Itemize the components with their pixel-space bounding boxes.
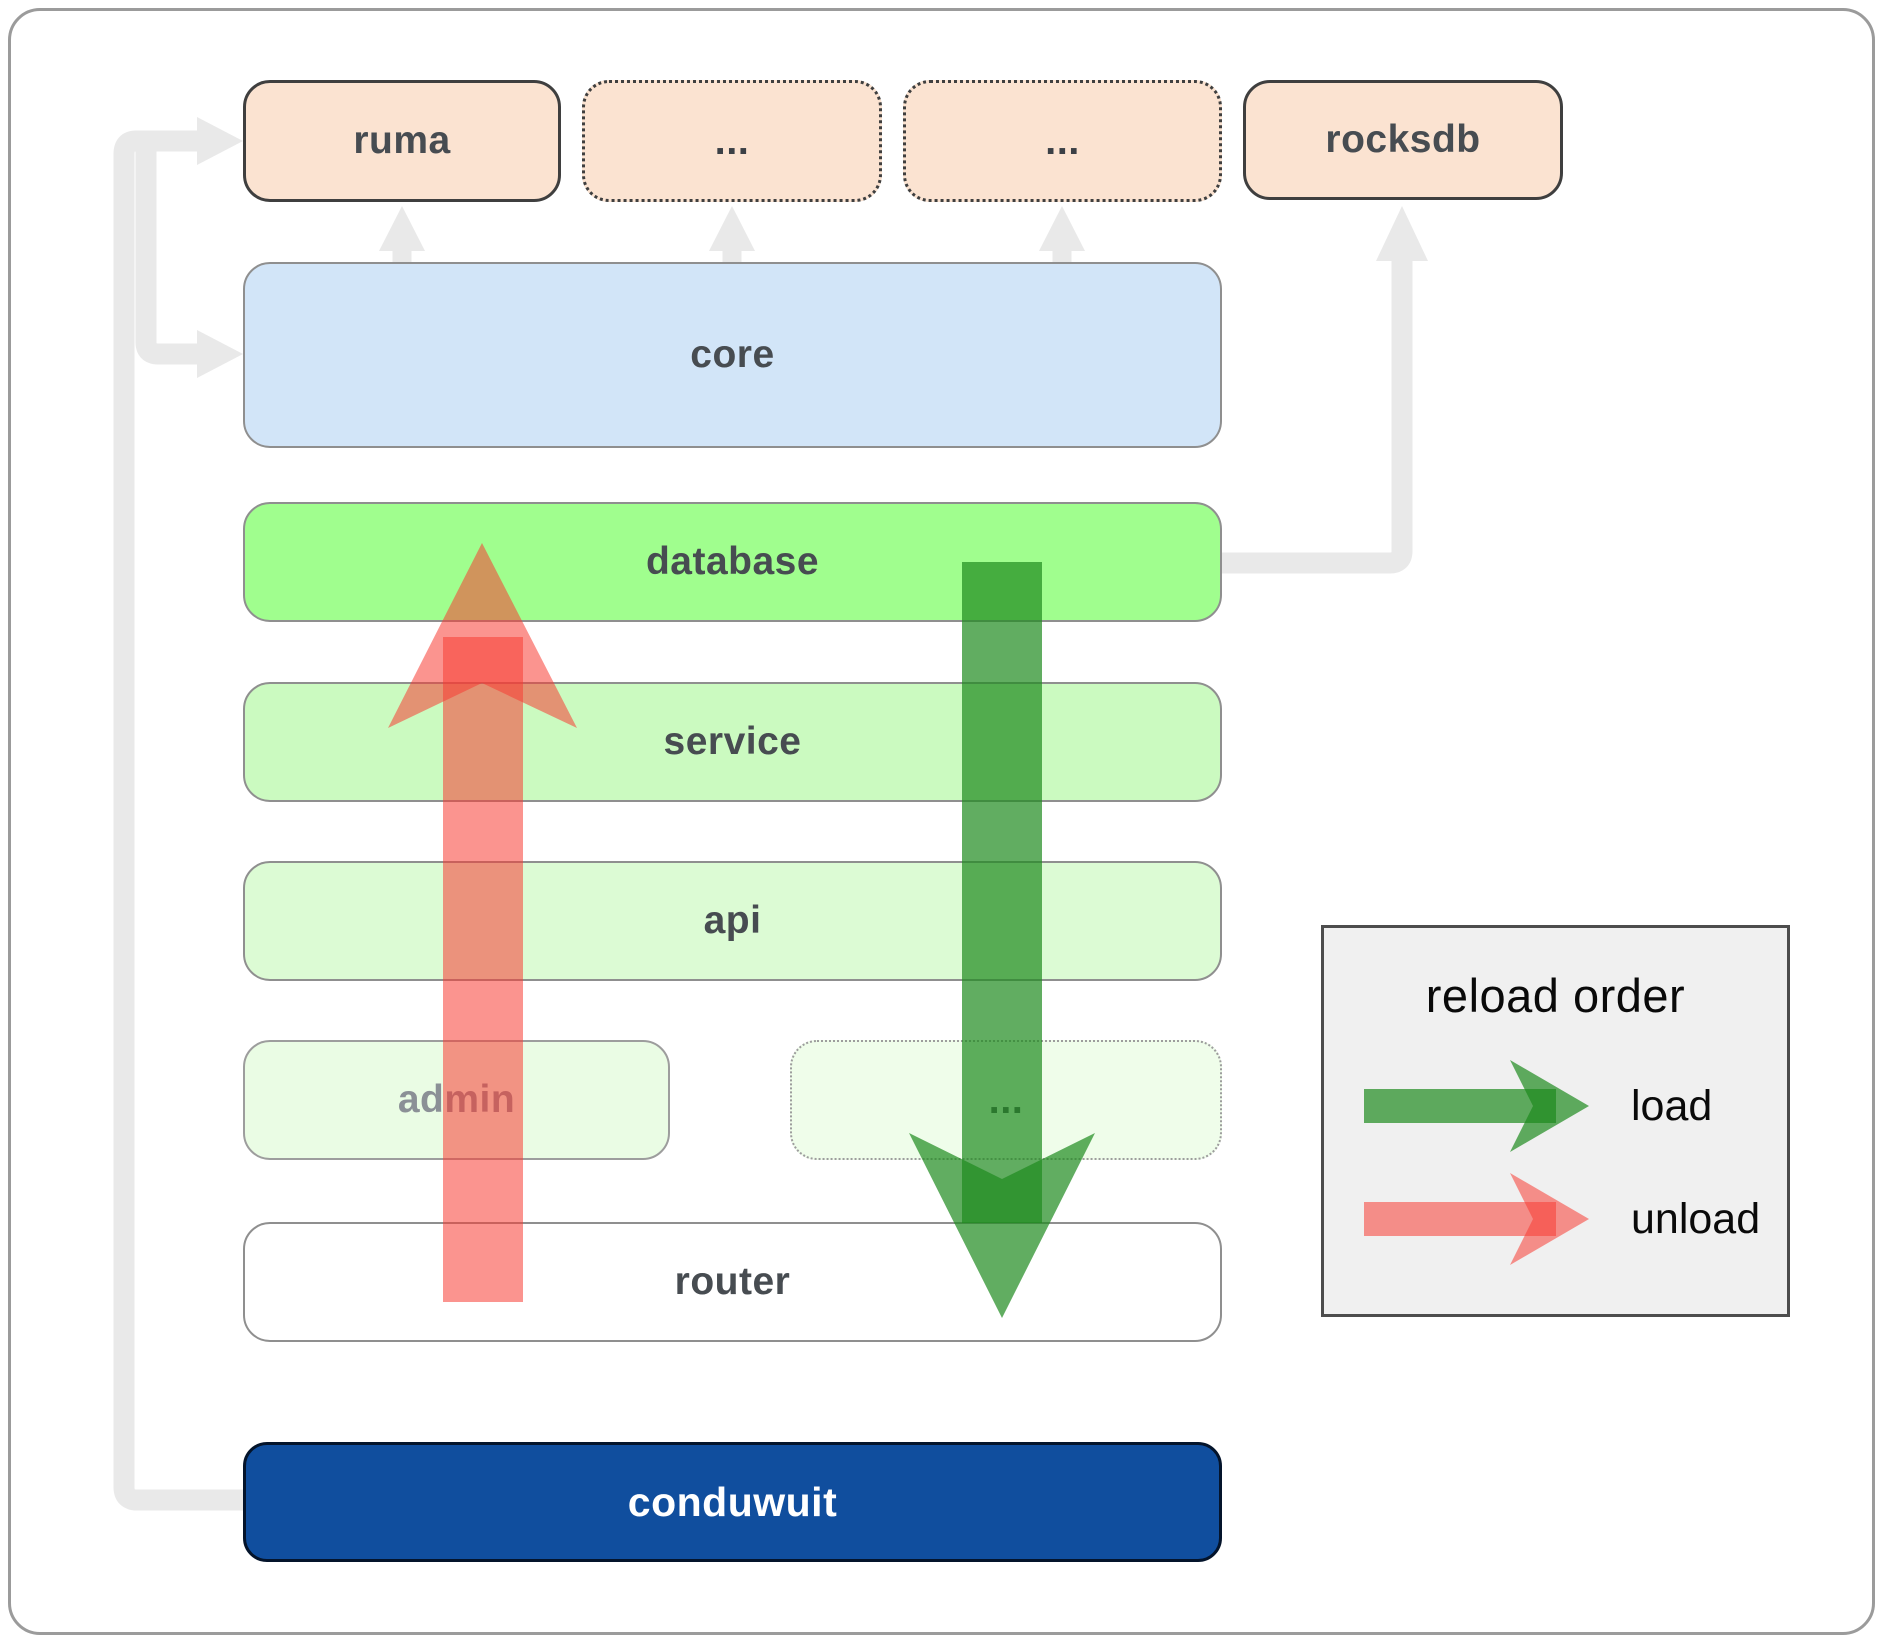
api-label: api bbox=[703, 899, 762, 942]
ellipsis-1-label: ... bbox=[714, 118, 750, 163]
legend-title: reload order bbox=[1425, 969, 1686, 1022]
diagram-outer-frame bbox=[8, 8, 1875, 1635]
ruma-label: ruma bbox=[353, 119, 451, 162]
ellipsis-3-label: ... bbox=[988, 1077, 1024, 1122]
legend-reload-order: reload order bbox=[1321, 925, 1790, 1317]
database-label: database bbox=[645, 540, 820, 583]
box-ruma: ruma bbox=[243, 80, 561, 202]
admin-label: admin bbox=[397, 1078, 516, 1121]
box-database: database bbox=[243, 502, 1222, 622]
box-ellipsis-3: ... bbox=[790, 1040, 1222, 1160]
box-api: api bbox=[243, 861, 1222, 981]
box-service: service bbox=[243, 682, 1222, 802]
box-router: router bbox=[243, 1222, 1222, 1342]
box-ellipsis-2: ... bbox=[903, 80, 1222, 202]
box-ellipsis-1: ... bbox=[582, 80, 882, 202]
box-conduwuit: conduwuit bbox=[243, 1442, 1222, 1562]
box-core: core bbox=[243, 262, 1222, 448]
core-label: core bbox=[690, 333, 775, 376]
box-admin: admin bbox=[243, 1040, 670, 1160]
legend-unload-label: unload bbox=[1631, 1195, 1761, 1243]
router-label: router bbox=[674, 1260, 791, 1303]
service-label: service bbox=[663, 720, 802, 763]
ellipsis-2-label: ... bbox=[1045, 118, 1080, 163]
rocksdb-label: rocksdb bbox=[1325, 118, 1481, 161]
conduwuit-label: conduwuit bbox=[627, 1478, 838, 1525]
legend-load-label: load bbox=[1631, 1082, 1713, 1130]
box-rocksdb: rocksdb bbox=[1243, 80, 1563, 200]
